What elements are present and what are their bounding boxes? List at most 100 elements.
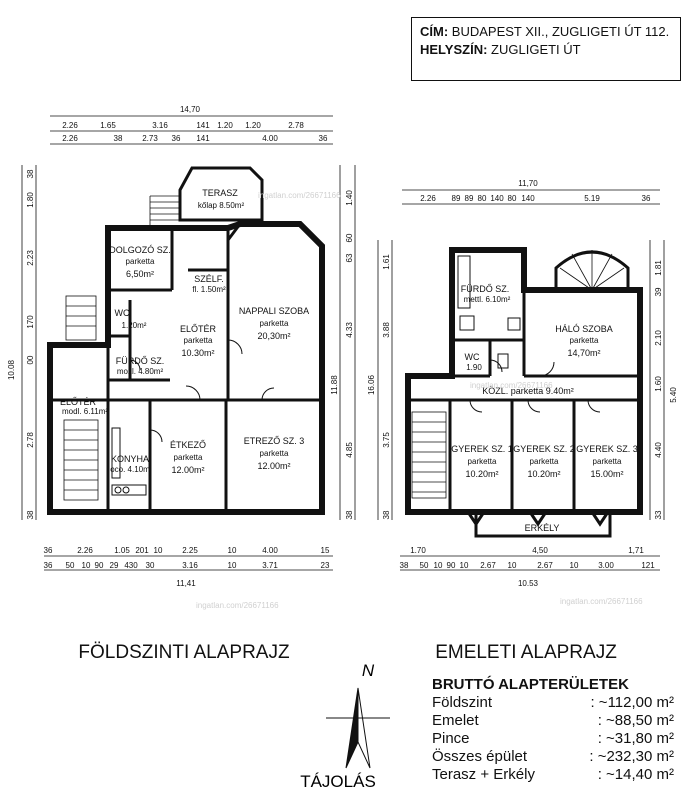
etrezo-sub: parketta [260,449,289,458]
wc-label: WC [115,308,130,318]
compass: N TÁJOLÁS [300,661,390,791]
dim-label: 63 [345,253,354,262]
dim-label: 1.80 [26,192,35,208]
dim-label: 89 [465,194,474,203]
gyerek1-sub: parketta [468,457,497,466]
dim-label: 2.78 [288,121,304,130]
dim-label: 1.60 [654,376,663,392]
dim-label: 4.00 [262,546,278,555]
upper-furdo-sub: mettl. 6.10m² [464,295,511,304]
dim-label: 10 [434,561,443,570]
upper-bottom-balcony [466,510,612,538]
upper-furdo-label: FÜRDŐ SZ. [461,284,510,294]
dim-label: 170 [26,315,35,329]
halo-sub: parketta [570,336,599,345]
dim-label: 2.67 [537,561,553,570]
dim-label: 1.05 [114,546,130,555]
dim-label: 1.40 [345,190,354,206]
upper-round-balcony-rays [559,250,625,291]
dim-label: 90 [447,561,456,570]
ground-top-dimensions: 14,70 2.26 1.65 3.16 141 1.20 1.20 2.78 … [50,105,333,145]
gyerek1-area: 10.20m² [465,469,498,479]
dim-label: 1.70 [410,546,426,555]
area-label: Emelet [432,712,479,729]
dim-label: 1.65 [100,121,116,130]
upper-total-depth: 10.53 [518,579,539,588]
terrace-steps [149,195,180,226]
dim-label: 4.85 [345,442,354,458]
ground-doors [129,339,275,443]
area-row: Emelet : ~88,50 m² [432,712,682,730]
dim-label: 36 [44,561,53,570]
dim-label: 2.67 [480,561,496,570]
dim-label: 36 [319,134,328,143]
dim-label: 36 [172,134,181,143]
furdo-label: FÜRDŐ SZ. [116,356,165,366]
upper-bottom-dimensions: 1.70 4,50 1,71 38 50 10 90 10 2.67 10 2.… [400,546,660,588]
gyerek3-sub: parketta [593,457,622,466]
dim-label: 4.40 [654,442,663,458]
ground-floor-plan: 14,70 2.26 1.65 3.16 141 1.20 1.20 2.78 … [7,105,356,663]
dim-label: 3.16 [152,121,168,130]
watermark: ingatlan.com/26671166 [560,597,643,606]
area-row: Földszint : ~112,00 m² [432,694,682,712]
upper-wc-label: WC [465,352,480,362]
dim-label: 4.33 [345,322,354,338]
upper-top-dimensions: 11,70 2.26 89 89 80 140 80 140 5.19 36 [402,179,660,205]
nappali-sub: parketta [260,319,289,328]
terrace-label: TERASZ [202,188,238,198]
ground-right-dimensions: 1.40 60 63 4.33 4.85 38 11.88 [330,165,356,520]
dim-label: 33 [654,510,663,519]
area-label: Terasz + Erkély [432,766,535,783]
upper-bath-fixtures [457,255,521,369]
area-value: : ~88,50 m² [597,712,674,729]
dim-label: 5.19 [584,194,600,203]
upper-wc-sub: 1.90 [466,363,482,372]
gyerek2-sub: parketta [530,457,559,466]
dim-label: 1.20 [245,121,261,130]
upper-floor-plan: 11,70 2.26 89 89 80 140 80 140 5.19 36 [367,179,678,663]
dim-label: 38 [400,561,409,570]
ground-left-dimensions: 10.08 38 1.80 2.23 170 00 2.78 38 [7,165,37,520]
dim-label: 38 [114,134,123,143]
upper-left-dimensions: 16.06 1.61 3.88 3.75 38 [367,240,393,520]
gyerek2-label: GYEREK SZ. 2 [513,444,575,454]
dolgozo-sub: parketta [126,257,155,266]
upper-stairs [411,411,447,499]
area-row: Pince : ~31,80 m² [432,730,682,748]
dim-label: 38 [26,510,35,519]
dim-label: 3.75 [382,432,391,448]
dim-label: 38 [26,169,35,178]
etkezo-sub: parketta [174,453,203,462]
dim-label: 2.26 [62,134,78,143]
kitchen-counter [111,427,147,496]
dim-label: 30 [146,561,155,570]
area-label: Összes épület [432,748,528,765]
ground-floor-title: FÖLDSZINTI ALAPRAJZ [78,642,290,663]
address-box: CÍM: BUDAPEST XII., ZUGLIGETI ÚT 112. HE… [411,17,681,81]
halo-label: HÁLÓ SZOBA [555,324,613,334]
dim-label: 201 [135,546,149,555]
dim-label: 15 [321,546,330,555]
dim-label: 2.26 [77,546,93,555]
area-value: : ~31,80 m² [597,730,674,747]
area-value: : ~232,30 m² [589,748,674,765]
dim-label: 10 [460,561,469,570]
dim-label: 1.81 [654,260,663,276]
terrace-sub: kőlap 8.50m² [198,201,245,210]
dim-label: 2.78 [26,432,35,448]
dim-label: 29 [110,561,119,570]
dim-label: 3.88 [382,322,391,338]
dim-label: 16.06 [367,374,376,395]
ground-interior-walls [50,223,322,512]
etkezo-area: 12.00m² [171,465,204,475]
eloter-label: ELŐTÉR [180,324,217,334]
dolgozo-area: 6,50m² [126,269,154,279]
dim-label: 121 [641,561,655,570]
gyerek3-label: GYEREK SZ. 3 [576,444,638,454]
dim-label: 90 [95,561,104,570]
eloter2-label: ELŐTÉR [60,397,97,407]
dim-label: 3.00 [598,561,614,570]
dim-label: 10.08 [7,359,16,380]
